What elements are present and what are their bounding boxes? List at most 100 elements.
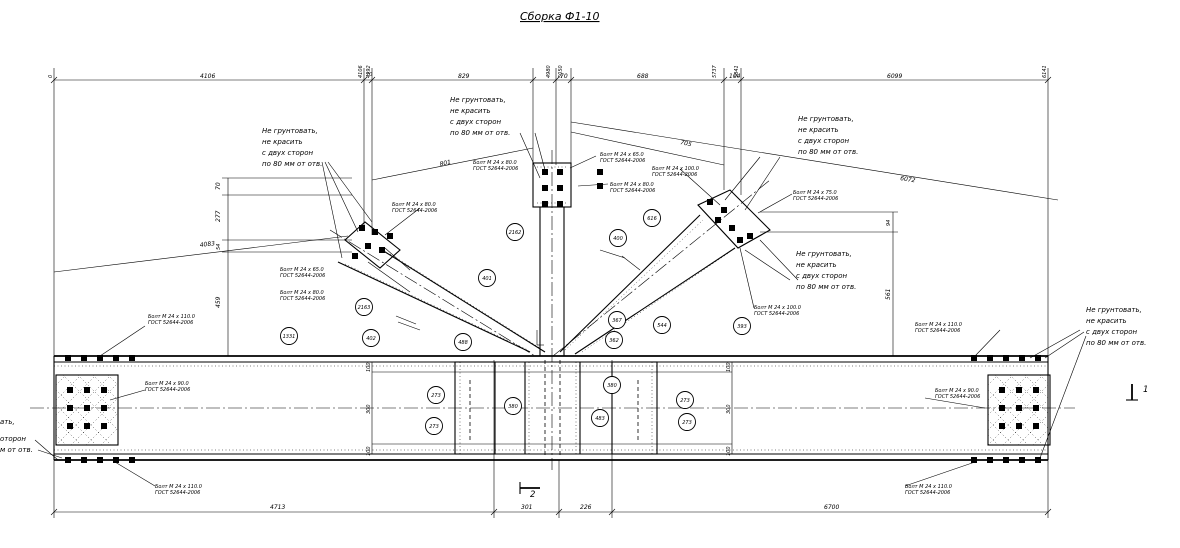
svg-text:Не грунтовать,: Не грунтовать, xyxy=(262,127,318,135)
bolt-mark xyxy=(113,457,119,463)
dim-70a: 70 xyxy=(560,73,568,80)
part-bubble: 400 xyxy=(609,229,627,247)
part-bubble: 488 xyxy=(454,333,472,351)
bolt-mark xyxy=(1019,355,1025,361)
dim-688: 688 xyxy=(637,73,649,80)
bolt-mark xyxy=(387,233,393,239)
svg-text:Болт М 24 х 110.0: Болт М 24 х 110.0 xyxy=(915,322,962,328)
part-bubble: 544 xyxy=(653,316,671,334)
bolt-mark xyxy=(101,405,107,411)
dim-801: 801 xyxy=(439,159,452,168)
dim-226: 226 xyxy=(580,504,592,511)
svg-text:Болт М 24 х 100.0: Болт М 24 х 100.0 xyxy=(652,166,699,172)
coord-4192: 4192 xyxy=(366,65,372,78)
svg-text:по 80 мм от отв.: по 80 мм от отв. xyxy=(262,160,322,168)
bolt-mark xyxy=(84,423,90,429)
part-bubble: 483 xyxy=(591,409,609,427)
note-center-top: Не грунтовать, не красить с двух сторон … xyxy=(450,96,510,137)
svg-text:ГОСТ 52644-2006: ГОСТ 52644-2006 xyxy=(793,196,838,202)
part-bubble-label: 380 xyxy=(508,404,518,410)
svg-text:Болт М 24 х 110.0: Болт М 24 х 110.0 xyxy=(148,314,195,320)
svg-text:ГОСТ 52644-2006: ГОСТ 52644-2006 xyxy=(905,490,950,496)
svg-text:Не грунтовать,: Не грунтовать, xyxy=(1086,306,1142,314)
part-bubble: 273 xyxy=(678,413,696,431)
bolt-mark xyxy=(81,457,87,463)
coord-5737: 5737 xyxy=(712,64,718,78)
bolt-mark xyxy=(542,185,548,191)
svg-text:Не грунтовать,: Не грунтовать, xyxy=(796,250,852,258)
bolt-mark xyxy=(729,225,735,231)
svg-text:ГОСТ 52644-2006: ГОСТ 52644-2006 xyxy=(392,208,437,214)
svg-text:Не грунтовать,: Не грунтовать, xyxy=(450,96,506,104)
bolt-mark xyxy=(81,355,87,361)
bolt-mark xyxy=(597,169,603,175)
bolt-mark xyxy=(715,217,721,223)
bolt-mark xyxy=(1019,457,1025,463)
svg-text:ГОСТ 52644-2006: ГОСТ 52644-2006 xyxy=(935,394,980,400)
dim-459: 459 xyxy=(215,296,222,308)
dim-301: 301 xyxy=(521,504,532,511)
svg-text:ГОСТ 52644-2006: ГОСТ 52644-2006 xyxy=(280,273,325,279)
svg-text:не красить: не красить xyxy=(796,261,837,269)
bolt-mark xyxy=(84,387,90,393)
section-mark-1: 1 xyxy=(1126,384,1148,401)
part-bubble-label: 2163 xyxy=(358,305,371,311)
svg-text:ГОСТ 52644-2006: ГОСТ 52644-2006 xyxy=(473,166,518,172)
dim-100-bot-r: 100 xyxy=(726,446,732,456)
part-bubble-label: 380 xyxy=(607,383,617,389)
bolt-mark xyxy=(999,387,1005,393)
svg-text:по 80 мм от отв.: по 80 мм от отв. xyxy=(1086,339,1146,347)
top-dimension-chain: 4106 829 70 688 104 6099 70 0 4106 4192 … xyxy=(48,64,1052,360)
svg-text:Болт М 24 х 80.0: Болт М 24 х 80.0 xyxy=(610,182,654,188)
part-bubble-label: 1331 xyxy=(283,334,296,340)
dim-6700: 6700 xyxy=(824,504,839,511)
bolt-mark xyxy=(971,457,977,463)
svg-text:м от отв.: м от отв. xyxy=(0,446,33,454)
part-bubble-label: 401 xyxy=(482,276,492,282)
svg-text:ГОСТ 52644-2006: ГОСТ 52644-2006 xyxy=(148,320,193,326)
drawing-title: Сборка Ф1-10 xyxy=(520,10,600,23)
dim-70: 70 xyxy=(215,182,222,190)
bolt-mark xyxy=(129,457,135,463)
svg-text:Болт М 24 х 90.0: Болт М 24 х 90.0 xyxy=(145,381,189,387)
bolt-mark xyxy=(737,237,743,243)
coord-5841: 5841 xyxy=(734,65,740,78)
dim-100-top-r: 100 xyxy=(726,362,732,372)
dim-70b: 70 xyxy=(366,72,372,78)
bolt-mark xyxy=(65,457,71,463)
bolt-mark xyxy=(1033,405,1039,411)
svg-text:ГОСТ 52644-2006: ГОСТ 52644-2006 xyxy=(754,311,799,317)
bolt-mark xyxy=(101,387,107,393)
bolt-mark xyxy=(84,405,90,411)
svg-text:2: 2 xyxy=(530,490,535,500)
dim-705: 705 xyxy=(680,139,693,148)
part-bubble: 273 xyxy=(676,391,694,409)
dim-4106: 4106 xyxy=(200,73,215,80)
svg-text:ГОСТ 52644-2006: ГОСТ 52644-2006 xyxy=(155,490,200,496)
bolt-mark xyxy=(557,201,563,207)
coord-4980: 4980 xyxy=(546,65,552,78)
bolt-mark xyxy=(67,387,73,393)
bolt-marks xyxy=(65,169,1041,463)
part-bubble-label: 273 xyxy=(682,420,692,426)
part-bubble: 273 xyxy=(425,417,443,435)
note-left-upper: Не грунтовать, не красить с двух сторон … xyxy=(262,127,322,168)
svg-text:Болт М 24 х 80.0: Болт М 24 х 80.0 xyxy=(392,202,436,208)
part-bubble-label: 362 xyxy=(609,338,619,344)
dim-277: 277 xyxy=(215,210,222,222)
bolt-mark xyxy=(1016,423,1022,429)
bolt-mark xyxy=(987,457,993,463)
bolt-mark xyxy=(1003,355,1009,361)
part-bubble: 401 xyxy=(478,269,496,287)
dim-4713: 4713 xyxy=(270,504,285,511)
bolt-mark xyxy=(65,355,71,361)
bolt-mark xyxy=(1035,355,1041,361)
svg-text:Болт М 24 х 75.0: Болт М 24 х 75.0 xyxy=(793,190,837,196)
bolt-mark xyxy=(97,355,103,361)
svg-text:по 80 мм от отв.: по 80 мм от отв. xyxy=(796,283,856,291)
part-bubble-label: 488 xyxy=(458,340,468,346)
part-bubble: 380 xyxy=(504,397,522,415)
bottom-dimension-chain: 4713 301 226 6700 xyxy=(50,360,1052,518)
svg-text:не красить: не красить xyxy=(1086,317,1127,325)
svg-text:Болт М 24 х 100.0: Болт М 24 х 100.0 xyxy=(754,305,801,311)
